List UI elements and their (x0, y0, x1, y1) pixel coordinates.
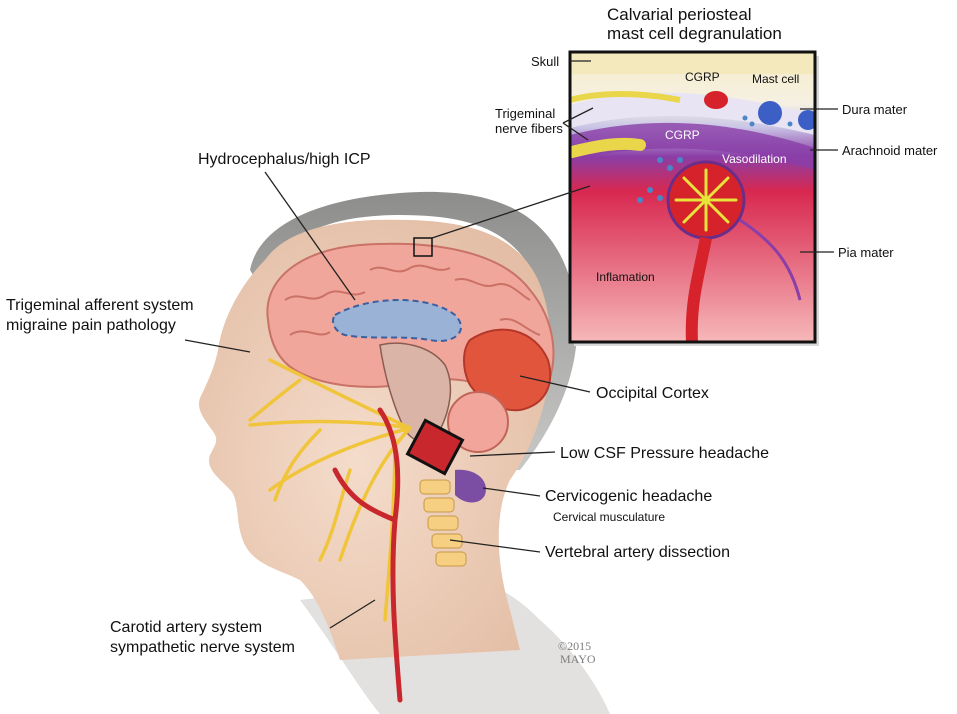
copyright-owner: MAYO (560, 652, 596, 666)
copyright-year: ©2015 (558, 639, 592, 653)
vertebral-artery-label: Vertebral artery dissection (545, 544, 730, 561)
ventricle (332, 299, 462, 342)
inset-mast-cell-label: Mast cell (752, 72, 800, 86)
occipital-cortex-label: Occipital Cortex (596, 385, 709, 402)
skull-label: Skull (531, 54, 560, 69)
inset-cgrp-mid: CGRP (665, 128, 700, 142)
inset-inflamation: Inflamation (596, 270, 655, 284)
dura-mater-label: Dura mater (842, 102, 908, 117)
inset-title-line1: Calvarial periosteal (607, 5, 752, 24)
cervical-musculature-label: Cervical musculature (553, 510, 666, 524)
trigeminal-fibers-label-1: Trigeminal (495, 106, 556, 121)
carotid-label-1: Carotid artery system (110, 619, 263, 636)
arachnoid-mater-label: Arachnoid mater (842, 143, 938, 158)
occipital-cortex (463, 328, 552, 412)
inset-cgrp-top: CGRP (685, 70, 720, 84)
trigeminal-afferent-label-2: migraine pain pathology (6, 317, 176, 334)
spine (419, 479, 467, 567)
hydrocephalus-label: Hydrocephalus/high ICP (198, 151, 371, 168)
trigeminal-afferent-label-1: Trigeminal afferent system (6, 297, 194, 314)
pia-mater-label: Pia mater (838, 245, 894, 260)
inset-title-line2: mast cell degranulation (607, 24, 782, 43)
inset-vasodilation: Vasodilation (722, 152, 787, 166)
cervical-muscle (455, 469, 486, 503)
inset-marker (413, 237, 433, 257)
inset-frame (568, 50, 817, 344)
leader-lines (184, 60, 838, 629)
low-csf-label: Low CSF Pressure headache (560, 445, 769, 462)
carotid-artery (332, 407, 403, 703)
cervicogenic-label: Cervicogenic headache (545, 488, 713, 505)
cerebellum (447, 391, 509, 453)
csf-leak-box (405, 418, 465, 476)
mast-cell (758, 101, 782, 125)
carotid-label-2: sympathetic nerve system (110, 639, 295, 656)
trigeminal-fibers-label-2: nerve fibers (495, 121, 563, 136)
